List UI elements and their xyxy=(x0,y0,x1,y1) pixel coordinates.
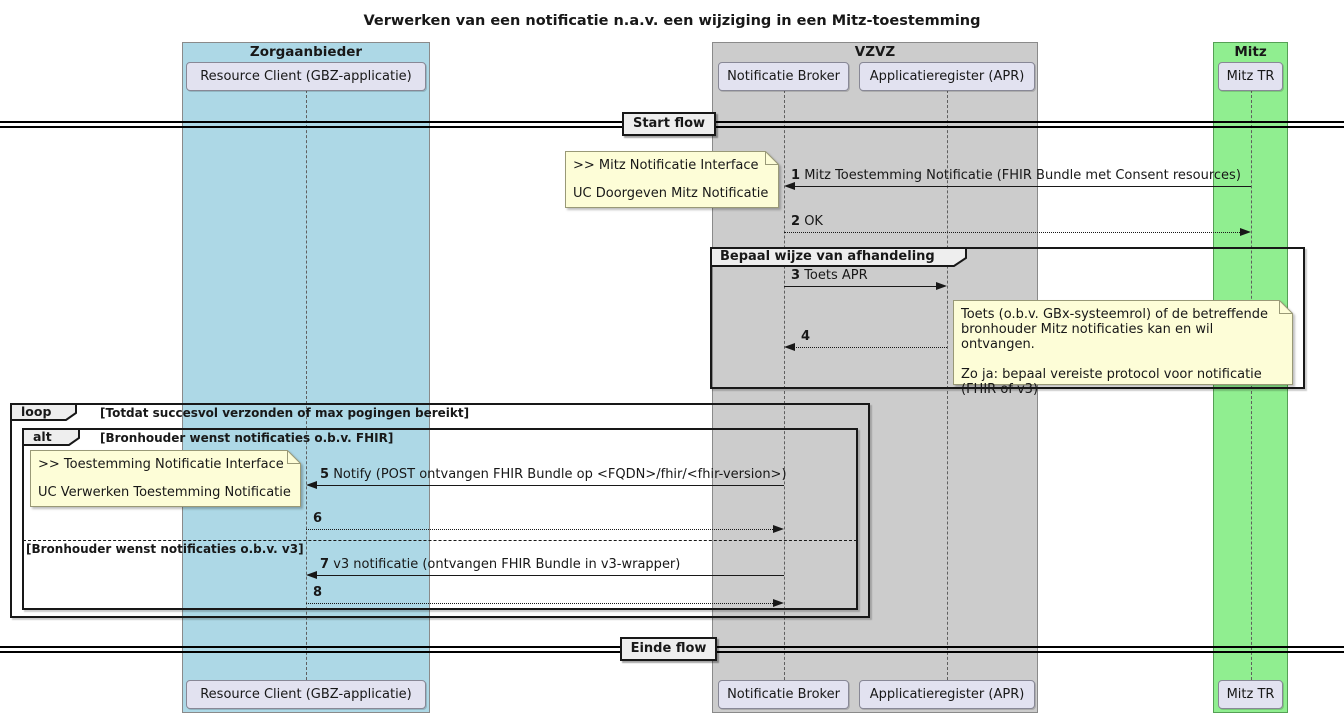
message-number: 8 xyxy=(313,585,323,600)
message-text: OK xyxy=(804,214,823,229)
message-6-arrowhead xyxy=(773,525,784,533)
message-8-line xyxy=(306,603,775,604)
frame-alt-tab: alt xyxy=(22,428,81,447)
note-toets-apr: Toets (o.b.v. GBx-systeemrol) of de betr… xyxy=(953,300,1293,397)
participant-resource-client-top: Resource Client (GBZ-applicatie) xyxy=(186,62,426,91)
message-7-label: 7 v3 notificatie (ontvangen FHIR Bundle … xyxy=(320,557,680,572)
message-number: 3 xyxy=(791,268,801,283)
message-7-arrowhead xyxy=(306,571,317,579)
divider-einde-flow: Einde flow xyxy=(620,637,717,661)
participant-notificatie-broker-bottom: Notificatie Broker xyxy=(718,680,849,709)
participant-applicatieregister-top: Applicatieregister (APR) xyxy=(859,62,1035,91)
message-8-arrowhead xyxy=(773,599,784,607)
alt-else-condition: [Bronhouder wenst notificaties o.b.v. v3… xyxy=(26,542,304,556)
message-4-line xyxy=(793,347,947,348)
participant-mitz-tr-bottom: Mitz TR xyxy=(1218,680,1283,709)
message-1-label: 1 Mitz Toestemming Notificatie (FHIR Bun… xyxy=(791,168,1241,183)
note-toestemming-notificatie-interface: >> Toestemming Notificatie Interface UC … xyxy=(30,450,301,507)
frame-bepaal-wijze xyxy=(710,247,1305,389)
note-text: Toets (o.b.v. GBx-systeemrol) of de betr… xyxy=(961,307,1269,397)
alt-else-divider xyxy=(23,540,857,541)
message-6-line xyxy=(306,529,775,530)
frame-alt xyxy=(22,428,858,610)
participant-mitz-tr-top: Mitz TR xyxy=(1218,62,1283,91)
message-5-label: 5 Notify (POST ontvangen FHIR Bundle op … xyxy=(320,467,787,482)
participant-applicatieregister-bottom: Applicatieregister (APR) xyxy=(859,680,1035,709)
actor-group-label-zorgaanbieder: Zorgaanbieder xyxy=(249,44,363,60)
frame-loop-tab: loop xyxy=(10,403,78,422)
participant-resource-client-bottom: Resource Client (GBZ-applicatie) xyxy=(186,680,426,709)
actor-group-label-vzvz: VZVZ xyxy=(854,44,896,60)
message-number: 5 xyxy=(320,467,330,482)
diagram-title: Verwerken van een notificatie n.a.v. een… xyxy=(363,13,981,29)
message-8-label: 8 xyxy=(313,585,322,600)
note-mitz-notificatie-interface: >> Mitz Notificatie Interface UC Doorgev… xyxy=(565,151,779,208)
message-3-line xyxy=(784,286,938,287)
message-5-arrowhead xyxy=(306,481,317,489)
lifeline-applicatieregister xyxy=(947,90,948,680)
message-5-line xyxy=(315,485,784,486)
message-3-label: 3 Toets APR xyxy=(791,268,868,283)
divider-start-flow: Start flow xyxy=(622,112,716,136)
frame-bepaal-wijze-tab: Bepaal wijze van afhandeling xyxy=(710,247,968,268)
message-2-arrowhead xyxy=(1240,228,1251,236)
frame-bepaal-wijze-label: Bepaal wijze van afhandeling xyxy=(720,249,935,264)
message-3-arrowhead xyxy=(936,282,947,290)
loop-keyword: loop xyxy=(21,404,52,419)
message-4-label: 4 xyxy=(801,329,810,344)
lifeline-mitz-tr xyxy=(1251,90,1252,680)
message-4-arrowhead xyxy=(784,343,795,351)
lifeline-resource-client xyxy=(306,90,307,680)
message-text: v3 notificatie (ontvangen FHIR Bundle in… xyxy=(333,557,681,572)
note-text: >> Toestemming Notificatie Interface UC … xyxy=(38,457,291,500)
alt-condition: [Bronhouder wenst notificaties o.b.v. FH… xyxy=(100,431,394,445)
message-text: Notify (POST ontvangen FHIR Bundle op <F… xyxy=(333,467,787,482)
message-6-label: 6 xyxy=(313,511,322,526)
message-text: Toets APR xyxy=(804,268,868,283)
alt-keyword: alt xyxy=(33,429,52,444)
message-number: 1 xyxy=(791,168,801,183)
message-number: 6 xyxy=(313,511,323,526)
message-7-line xyxy=(315,575,784,576)
frame-loop xyxy=(10,403,870,618)
message-1-line xyxy=(793,186,1251,187)
lifeline-notificatie-broker xyxy=(784,90,785,680)
message-2-line xyxy=(784,232,1242,233)
message-text: Mitz Toestemming Notificatie (FHIR Bundl… xyxy=(804,168,1241,183)
message-1-arrowhead xyxy=(784,182,795,190)
message-number: 4 xyxy=(801,329,811,344)
message-number: 7 xyxy=(320,557,330,572)
loop-condition: [Totdat succesvol verzonden of max pogin… xyxy=(100,406,470,420)
actor-group-label-mitz: Mitz xyxy=(1234,44,1267,60)
message-number: 2 xyxy=(791,214,801,229)
note-text: >> Mitz Notificatie Interface UC Doorgev… xyxy=(573,158,769,201)
participant-notificatie-broker-top: Notificatie Broker xyxy=(718,62,849,91)
message-2-label: 2 OK xyxy=(791,214,823,229)
